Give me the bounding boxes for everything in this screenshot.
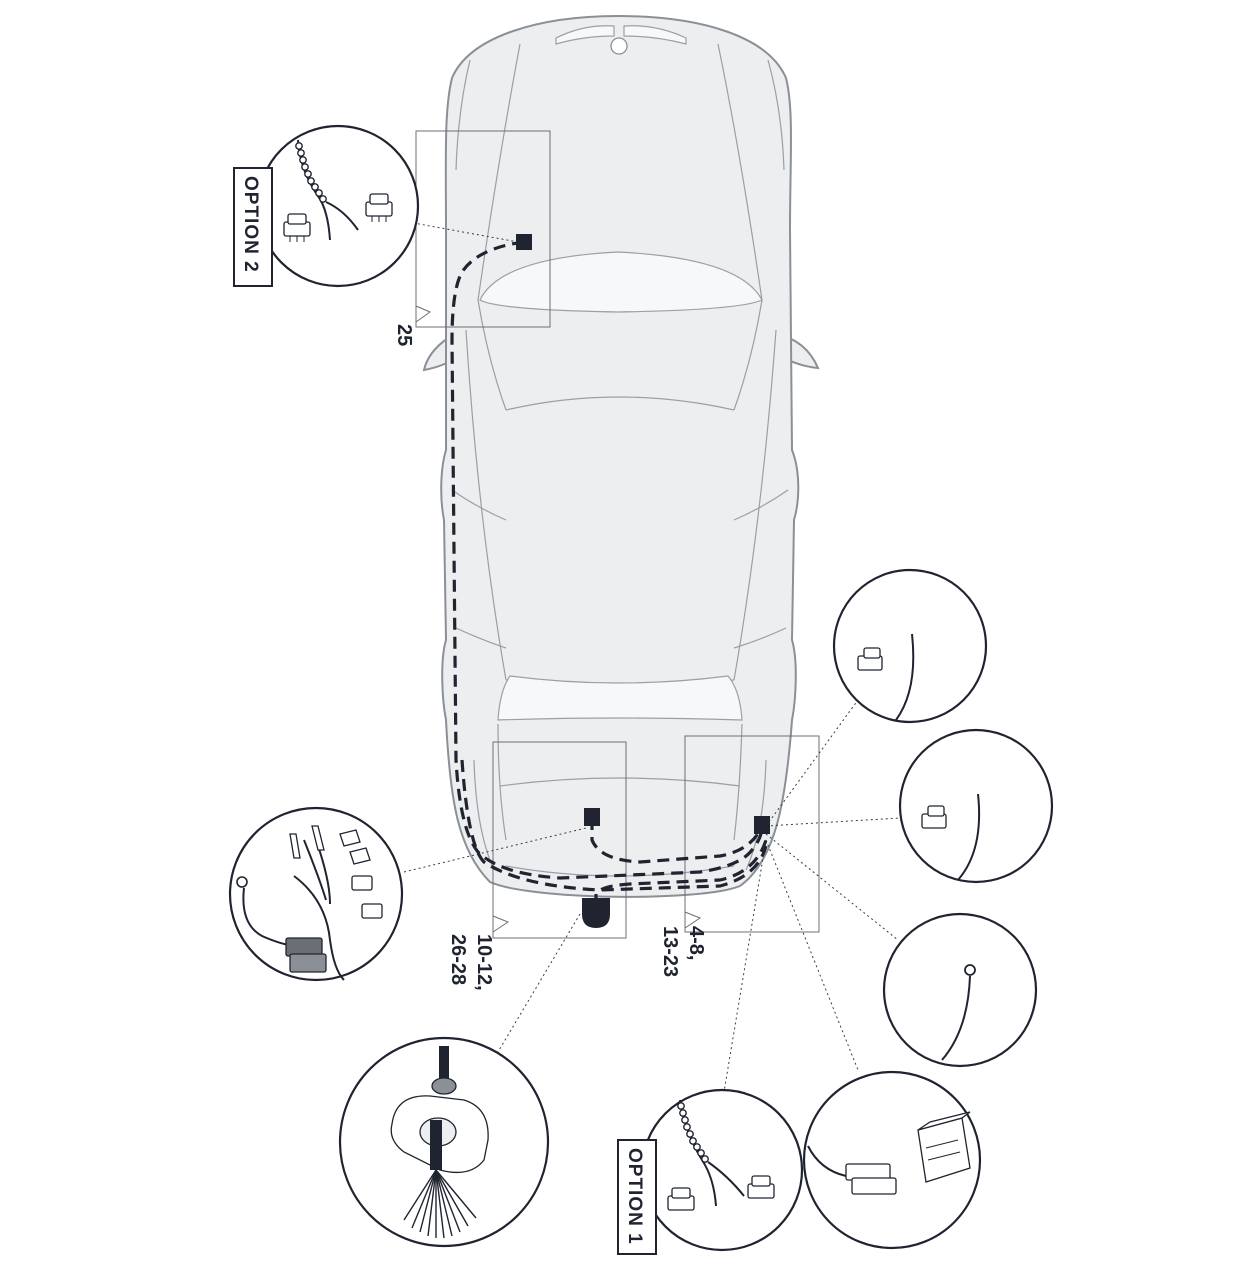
plug-connector-icon (283, 213, 311, 242)
option-1-tag (617, 1139, 657, 1255)
right-connector-detail-2 (898, 728, 1054, 884)
part-number-25: 25 (393, 324, 415, 346)
towbar-socket-detail (338, 1036, 550, 1248)
plug-connector-icon (285, 937, 327, 973)
part-numbers-left-line1: 10-12, (473, 934, 495, 991)
ground-ring-terminal-icon (236, 876, 248, 888)
twisted-wire-icon (295, 142, 327, 203)
car-illustration (422, 14, 820, 898)
twisted-wire-icon (677, 1102, 709, 1163)
part-numbers-right-line2: 13-23 (659, 926, 681, 977)
plug-connector-icon (921, 805, 947, 829)
rear-module-right-icon (754, 816, 770, 834)
rear-window (497, 675, 743, 721)
crimp-terminal-icon (289, 825, 325, 859)
cable-tie-icon (339, 829, 371, 865)
option-1-detail (640, 1088, 804, 1252)
right-connector-detail-1 (832, 568, 988, 724)
module-detail (802, 1070, 982, 1250)
plug-connector-icon (845, 1163, 897, 1195)
part-numbers-right-line1: 4-8, (685, 926, 707, 960)
right-grille (623, 25, 687, 45)
plug-connector-icon (667, 1187, 695, 1211)
fuse-icon (351, 875, 383, 919)
front-detail-frame (415, 130, 551, 328)
option-2-detail (256, 124, 420, 288)
front-connector-icon (516, 234, 532, 250)
wiring-harness-icon (450, 240, 768, 906)
option-2-tag (233, 167, 273, 287)
wiring-kit-detail (228, 806, 404, 982)
rear-left-detail-frame (492, 741, 627, 939)
plug-connector-icon (857, 647, 883, 671)
rear-right-detail-frame (684, 735, 820, 933)
towbar-socket-icon (582, 898, 610, 928)
plug-connector-icon (365, 193, 393, 222)
option-1-label: OPTION 1 (624, 1148, 645, 1245)
rear-module-left-icon (584, 808, 600, 826)
ground-terminal-detail (882, 912, 1038, 1068)
sedan-top-view-icon (440, 14, 800, 898)
left-grille (555, 25, 615, 45)
option-2-label: OPTION 2 (240, 176, 261, 273)
part-numbers-left-line2: 26-28 (447, 934, 469, 985)
plug-connector-icon (747, 1175, 775, 1199)
badge-icon (610, 37, 628, 55)
wire-bundle-icon (403, 1169, 477, 1239)
ground-ring-terminal-icon (964, 964, 976, 976)
electronic-module-icon (917, 1111, 971, 1183)
